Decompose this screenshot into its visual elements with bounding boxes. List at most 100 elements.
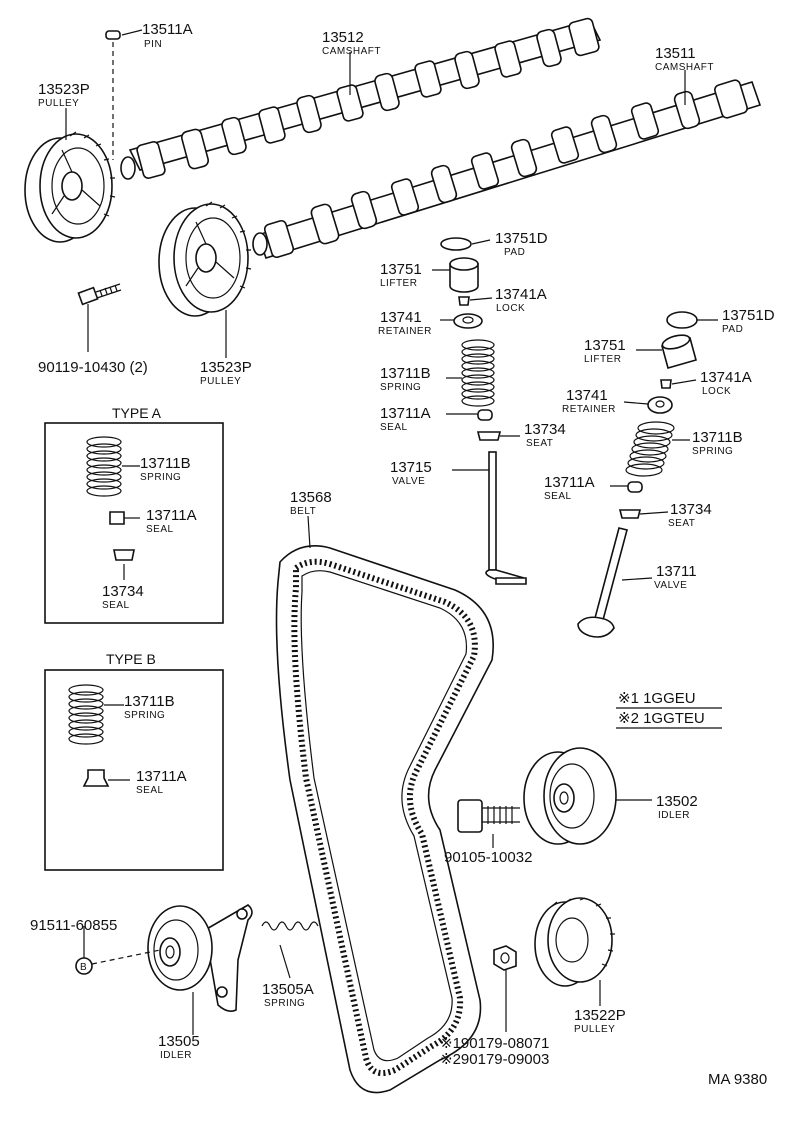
name-seat-right: SEAT <box>668 518 695 529</box>
bolt-b-marker-icon <box>75 926 161 975</box>
name-pad-right: PAD <box>722 324 743 335</box>
label-13711A-right: 13711A <box>544 474 595 491</box>
label-13711: 13711 <box>656 563 697 580</box>
idler-13502-icon <box>523 747 617 845</box>
valve-spring-left-icon <box>461 339 495 407</box>
name-idler-upper: IDLER <box>658 810 690 821</box>
label-13505A: 13505A <box>262 981 314 998</box>
name-lock-right: LOCK <box>702 386 731 397</box>
name-lifter-right: LIFTER <box>584 354 621 365</box>
name-pulley-crank: PULLEY <box>574 1024 615 1035</box>
nut-90179-icon <box>493 945 517 1032</box>
name-lock-left: LOCK <box>496 303 525 314</box>
type-b-name-spring: SPRING <box>124 710 165 721</box>
type-b-title: TYPE B <box>106 651 156 667</box>
part-labels: 13511A PIN 13512 CAMSHAFT 13511 CAMSHAFT… <box>30 21 775 1088</box>
label-13568: 13568 <box>290 489 332 506</box>
label-13505: 13505 <box>158 1033 200 1050</box>
type-a-label-13734: 13734 <box>102 583 144 600</box>
label-13711A-left: 13711A <box>380 405 431 422</box>
name-retainer-left: RETAINER <box>378 326 432 337</box>
bolt-90105-icon <box>457 799 520 848</box>
name-retainer-right: RETAINER <box>562 404 616 415</box>
name-pad-left: PAD <box>504 247 525 258</box>
label-13511: 13511 <box>655 45 696 62</box>
tension-spring-13505A-icon <box>261 921 319 979</box>
label-13741-right: 13741 <box>566 387 608 404</box>
idler-13505-icon <box>147 904 253 1012</box>
name-valve-right: VALVE <box>654 580 687 591</box>
pin-13511A-icon <box>105 30 121 160</box>
label-13502: 13502 <box>656 793 698 810</box>
label-13711B-right: 13711B <box>692 429 743 446</box>
label-13734-left: 13734 <box>524 421 566 438</box>
valve-13715-icon <box>485 451 527 585</box>
camshaft-13512-icon <box>120 17 602 180</box>
valve-13711-icon <box>577 527 628 638</box>
label-13711B-left: 13711B <box>380 365 431 382</box>
label-91511: 91511-60855 <box>30 917 117 934</box>
label-90105: 90105-10032 <box>444 849 532 866</box>
type-b-seal-icon <box>82 769 110 787</box>
type-a-name-seal-2: SEAL <box>102 600 130 611</box>
label-13751-right: 13751 <box>584 337 626 354</box>
type-a-name-spring: SPRING <box>140 472 181 483</box>
name-pin: PIN <box>144 39 162 50</box>
type-a-title: TYPE A <box>112 405 162 421</box>
name-pulley-upper: PULLEY <box>38 98 79 109</box>
camshaft-pulley-upper-icon <box>24 131 116 243</box>
label-13523P-upper: 13523P <box>38 81 90 98</box>
camshaft-13511-icon <box>252 79 762 259</box>
name-pulley-lower: PULLEY <box>200 376 241 387</box>
type-a-name-seal: SEAL <box>146 524 174 535</box>
valve-train-left <box>440 237 527 585</box>
type-a-label-13711B: 13711B <box>140 455 191 472</box>
label-13734-right: 13734 <box>670 501 712 518</box>
note-1ggeu: ※1 1GGEU <box>618 690 696 707</box>
name-spring-idler: SPRING <box>264 998 305 1009</box>
camshaft-pulley-lower-icon <box>158 201 252 317</box>
type-a-seat-icon <box>113 549 135 561</box>
name-valve-left: VALVE <box>392 476 425 487</box>
label-13522P: 13522P <box>574 1007 626 1024</box>
label-13741-left: 13741 <box>380 309 422 326</box>
note-1ggteu: ※2 1GGTEU <box>618 710 705 727</box>
name-belt: BELT <box>290 506 316 517</box>
type-a-box <box>44 422 224 624</box>
label-13523P-lower: 13523P <box>200 359 252 376</box>
name-seal-right: SEAL <box>544 491 572 502</box>
type-b-name-seal: SEAL <box>136 785 164 796</box>
type-b-label-13711A: 13711A <box>136 768 187 785</box>
timing-belt-icon <box>275 545 494 1094</box>
label-90119: 90119-10430 (2) <box>38 359 148 376</box>
label-13715: 13715 <box>390 459 432 476</box>
type-b-box <box>44 669 224 871</box>
crank-pulley-13522P-icon <box>534 897 615 987</box>
valve-spring-right-icon <box>625 421 675 477</box>
type-a-seal-icon <box>109 511 125 525</box>
type-a-label-13711A: 13711A <box>146 507 197 524</box>
label-13511A: 13511A <box>142 21 193 38</box>
name-seat-left: SEAT <box>526 438 553 449</box>
valve-train-right <box>577 311 698 638</box>
label-13741A-left: 13741A <box>495 286 547 303</box>
label-13751D-left: 13751D <box>495 230 548 247</box>
name-camshaft-2: CAMSHAFT <box>655 62 714 73</box>
type-b-label-13711B: 13711B <box>124 693 175 710</box>
name-camshaft-1: CAMSHAFT <box>322 46 381 57</box>
label-90179-2: ※290179-09003 <box>440 1051 549 1068</box>
name-idler-lower: IDLER <box>160 1050 192 1061</box>
name-lifter-left: LIFTER <box>380 278 417 289</box>
diagram-code: MA 9380 <box>708 1071 767 1088</box>
type-a-spring-icon <box>86 436 122 497</box>
type-b-spring-icon <box>68 684 104 745</box>
label-13741A-right: 13741A <box>700 369 752 386</box>
label-13512: 13512 <box>322 29 364 46</box>
name-seal-left: SEAL <box>380 422 408 433</box>
bolt-90119-icon <box>77 283 122 352</box>
label-90179-1: ※190179-08071 <box>440 1035 549 1052</box>
label-13751-left: 13751 <box>380 261 422 278</box>
name-spring-right: SPRING <box>692 446 733 457</box>
